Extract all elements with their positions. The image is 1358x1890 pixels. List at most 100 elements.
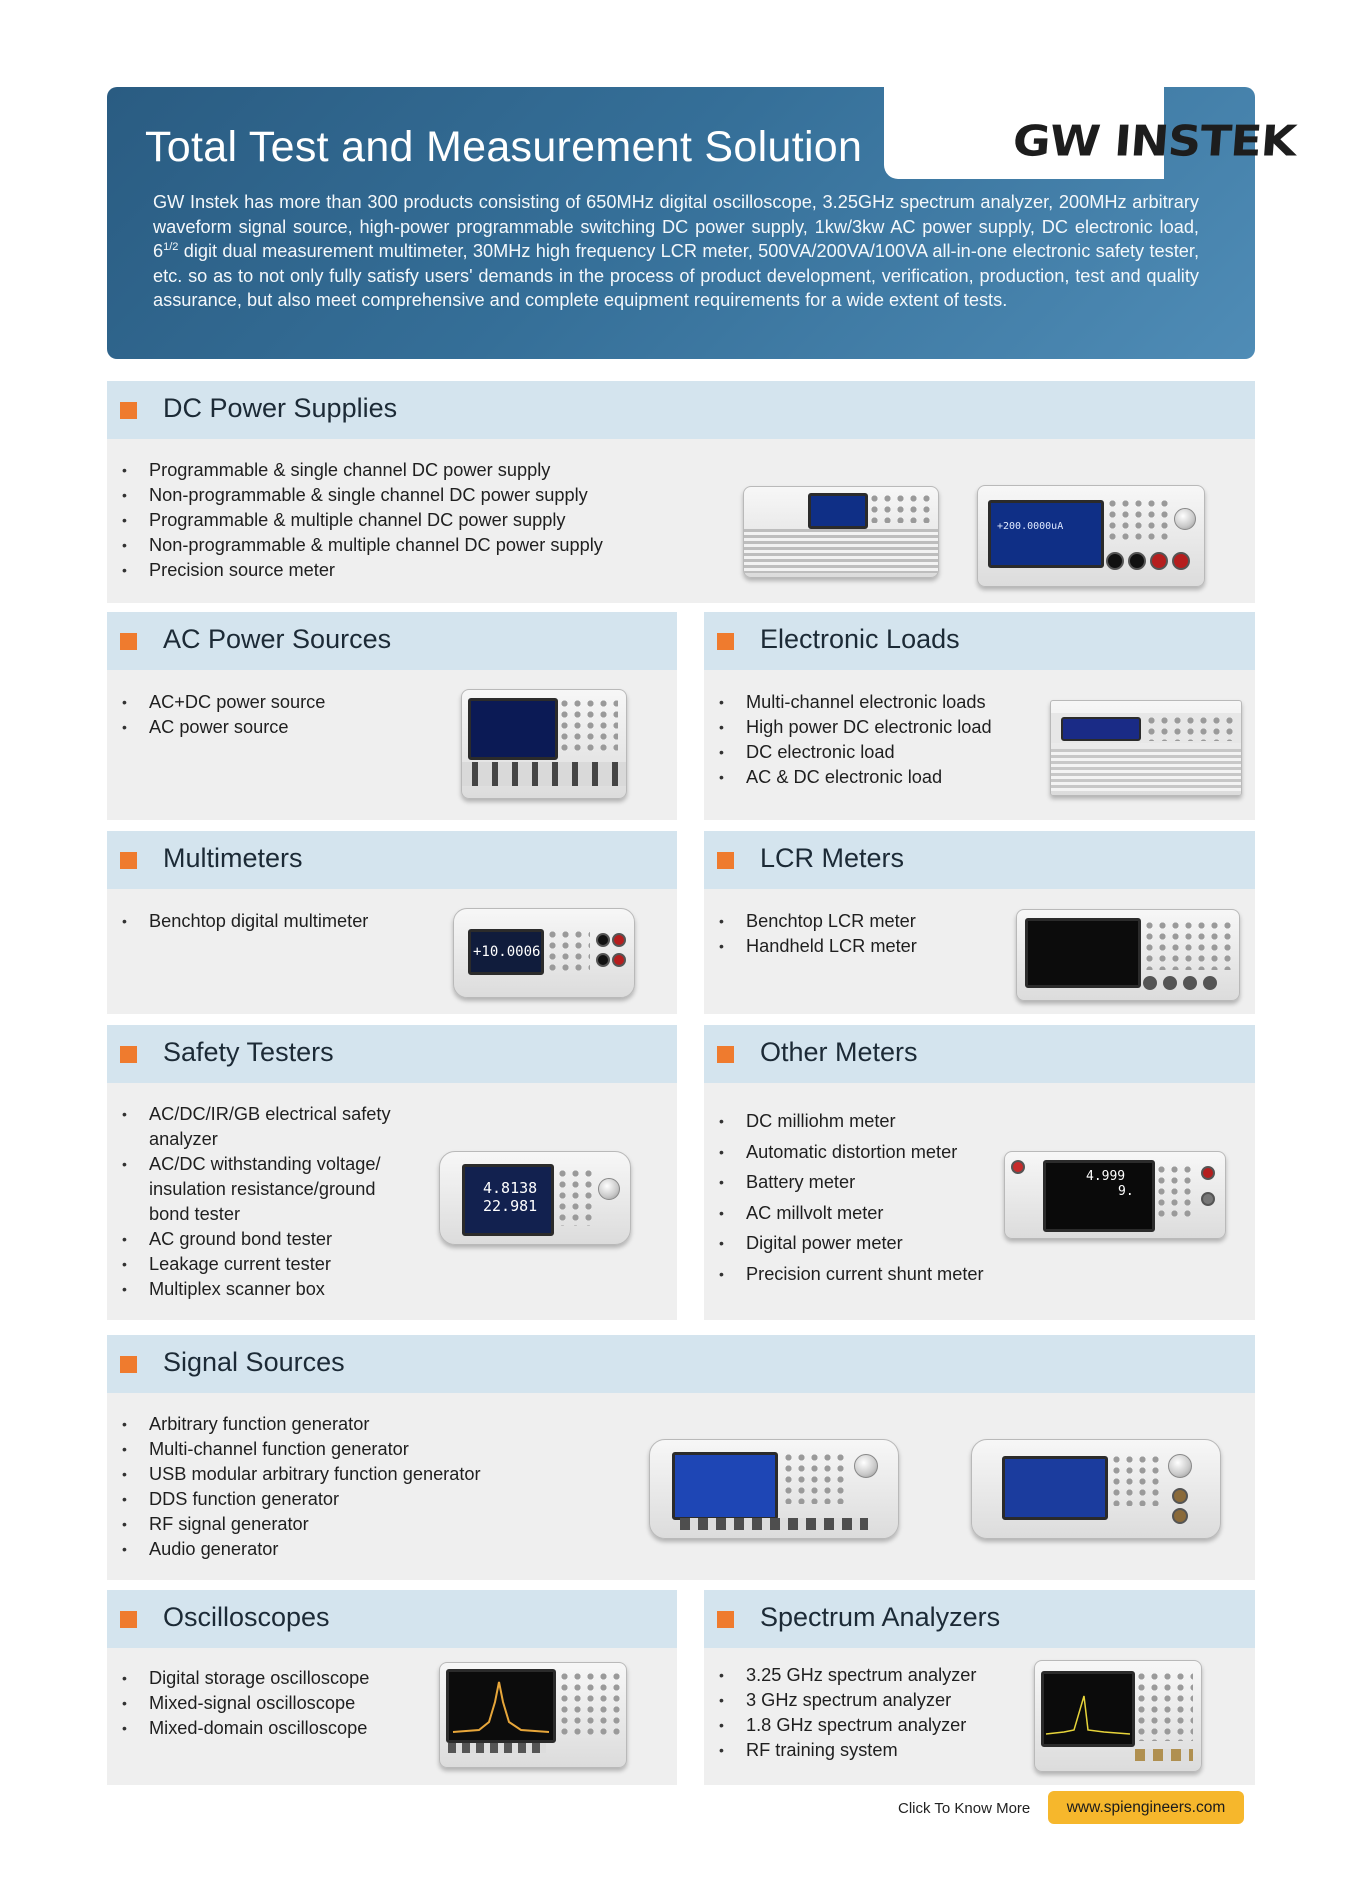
power-button — [1011, 1160, 1025, 1174]
footer-cta-text: Click To Know More — [898, 1800, 1031, 1817]
section-title: Electronic Loads — [760, 624, 960, 654]
product-list: Benchtop LCR meter Handheld LCR meter — [716, 909, 917, 959]
product-list: DC milliohm meter Automatic distortion m… — [716, 1106, 984, 1289]
brand-logo: GW INSTEK — [1011, 116, 1298, 166]
orange-square-icon — [717, 852, 734, 869]
rotary-knob — [598, 1178, 620, 1200]
section-header: Safety Testers — [107, 1025, 677, 1083]
list-item: Benchtop LCR meter — [716, 909, 917, 934]
list-item: AC power source — [119, 715, 325, 740]
section-signal-sources: Signal Sources Arbitrary function genera… — [107, 1335, 1255, 1580]
terminal — [1172, 552, 1190, 570]
list-item: Battery meter — [716, 1167, 984, 1198]
terminal — [596, 933, 610, 947]
spectrum-analyzer-image — [1034, 1660, 1202, 1772]
list-item: AC ground bond tester — [119, 1227, 419, 1252]
display-screen: 4.999 9. — [1043, 1160, 1155, 1232]
hero-description: GW Instek has more than 300 products con… — [153, 192, 1199, 311]
list-item: Leakage current tester — [119, 1252, 419, 1277]
website-link-button[interactable]: www.spiengineers.com — [1048, 1791, 1244, 1824]
product-list: AC+DC power source AC power source — [119, 690, 325, 740]
rotary-knob — [1168, 1454, 1192, 1478]
list-item: DC electronic load — [716, 740, 992, 765]
dc-power-supply-image — [743, 486, 939, 578]
orange-square-icon — [120, 633, 137, 650]
orange-square-icon — [120, 402, 137, 419]
section-lcr-meters: LCR Meters Benchtop LCR meter Handheld L… — [704, 831, 1255, 1014]
page-title: Total Test and Measurement Solution — [145, 123, 863, 171]
list-item: Digital power meter — [716, 1228, 984, 1259]
display-screen — [446, 1669, 556, 1743]
terminal — [1128, 552, 1146, 570]
waveform-graphic — [452, 1681, 550, 1733]
output-connectors — [680, 1518, 868, 1530]
keypad — [558, 698, 618, 752]
multimeter-image: +10.00061 — [453, 908, 635, 998]
list-item: Mixed-domain oscilloscope — [119, 1716, 369, 1741]
terminal — [1172, 1508, 1188, 1524]
section-title: Spectrum Analyzers — [760, 1602, 1001, 1632]
display-screen — [1002, 1456, 1108, 1520]
list-item: Programmable & single channel DC power s… — [119, 458, 603, 483]
list-item: Audio generator — [119, 1537, 481, 1562]
section-header: Spectrum Analyzers — [704, 1590, 1255, 1648]
safety-tester-image: 4.8138 22.981 — [439, 1151, 631, 1245]
list-item: Arbitrary function generator — [119, 1412, 481, 1437]
rotary-knob — [854, 1454, 878, 1478]
section-header: Multimeters — [107, 831, 677, 889]
section-header: Electronic Loads — [704, 612, 1255, 670]
list-item: Multiplex scanner box — [119, 1277, 419, 1302]
product-list: Programmable & single channel DC power s… — [119, 458, 603, 583]
section-oscilloscopes: Oscilloscopes Digital storage oscillosco… — [107, 1590, 677, 1785]
list-item: Mixed-signal oscilloscope — [119, 1691, 369, 1716]
display-screen — [808, 493, 868, 529]
keypad — [1106, 498, 1170, 544]
terminal — [596, 953, 610, 967]
product-list: Multi-channel electronic loads High powe… — [716, 690, 992, 790]
list-item: Handheld LCR meter — [716, 934, 917, 959]
list-item: High power DC electronic load — [716, 715, 992, 740]
orange-square-icon — [120, 852, 137, 869]
orange-square-icon — [120, 1611, 137, 1628]
terminal — [1183, 976, 1197, 990]
display-screen — [1061, 717, 1141, 741]
list-item: DDS function generator — [119, 1487, 481, 1512]
keypad — [556, 1168, 596, 1226]
display-screen: 4.8138 22.981 — [462, 1164, 554, 1236]
list-item: AC & DC electronic load — [716, 765, 992, 790]
list-item: Non-programmable & single channel DC pow… — [119, 483, 603, 508]
section-dc-power-supplies: DC Power Supplies Programmable & single … — [107, 381, 1255, 603]
section-header: Oscilloscopes — [107, 1590, 677, 1648]
rf-signal-generator-image — [971, 1439, 1221, 1539]
list-item: AC+DC power source — [119, 690, 325, 715]
display-screen: +200.0000uA — [988, 500, 1104, 568]
section-title: Multimeters — [163, 843, 303, 873]
section-other-meters: Other Meters DC milliohm meter Automatic… — [704, 1025, 1255, 1320]
list-item: DC milliohm meter — [716, 1106, 984, 1137]
terminal — [1203, 976, 1217, 990]
list-item: 3 GHz spectrum analyzer — [716, 1688, 976, 1713]
terminal — [1106, 552, 1124, 570]
section-spectrum-analyzers: Spectrum Analyzers 3.25 GHz spectrum ana… — [704, 1590, 1255, 1785]
display-screen — [672, 1452, 778, 1520]
keypad — [1135, 1671, 1193, 1741]
orange-square-icon — [120, 1046, 137, 1063]
keypad — [546, 929, 590, 973]
list-item: Digital storage oscilloscope — [119, 1666, 369, 1691]
other-meter-image: 4.999 9. — [1004, 1151, 1226, 1239]
terminal — [1172, 1488, 1188, 1504]
orange-square-icon — [717, 1046, 734, 1063]
list-item: Automatic distortion meter — [716, 1137, 984, 1168]
section-title: Oscilloscopes — [163, 1602, 330, 1632]
list-item: RF signal generator — [119, 1512, 481, 1537]
keypad — [1155, 1164, 1195, 1218]
section-title: DC Power Supplies — [163, 393, 398, 423]
list-item: 3.25 GHz spectrum analyzer — [716, 1663, 976, 1688]
orange-square-icon — [717, 1611, 734, 1628]
section-title: Other Meters — [760, 1037, 918, 1067]
product-list: AC/DC/IR/GB electrical safety analyzer A… — [119, 1102, 419, 1302]
keypad — [1145, 715, 1235, 741]
terminal — [1150, 552, 1168, 570]
section-ac-power-sources: AC Power Sources AC+DC power source AC p… — [107, 612, 677, 820]
